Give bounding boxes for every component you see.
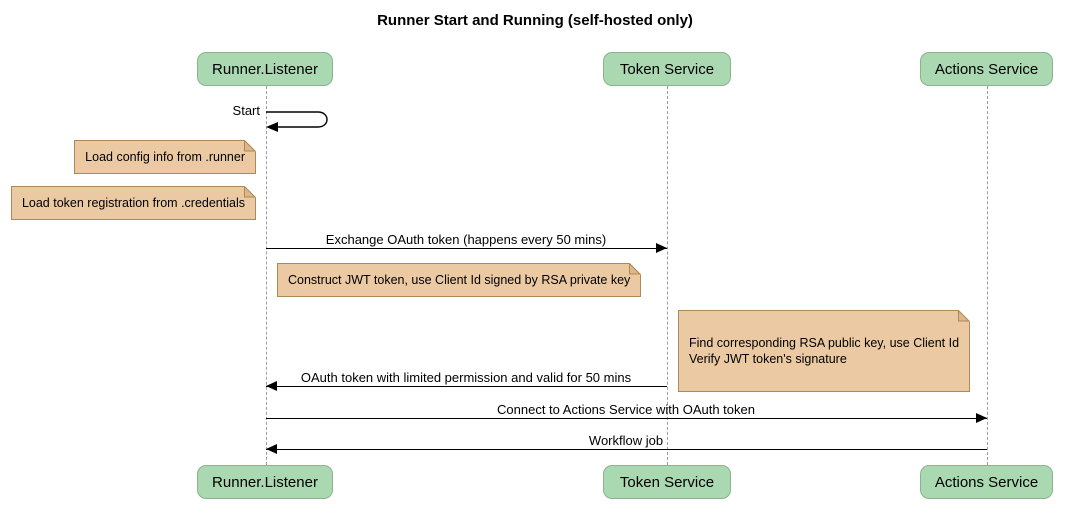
note-load-config: Load config info from .runner <box>74 140 256 174</box>
lifeline-runner-listener <box>266 86 267 465</box>
arrowhead-right-icon <box>656 243 667 253</box>
lifeline-actions-service <box>987 86 988 465</box>
note-construct-jwt-text: Construct JWT token, use Client Id signe… <box>288 273 631 287</box>
participant-runner-listener-top: Runner.Listener <box>197 52 333 86</box>
note-fold-icon <box>629 263 642 275</box>
participant-token-service-bottom: Token Service <box>603 465 731 499</box>
participant-runner-listener-bottom: Runner.Listener <box>197 465 333 499</box>
note-fold-icon <box>958 310 971 322</box>
arrowhead-left-icon <box>266 381 277 391</box>
message-connect-actions-label: Connect to Actions Service with OAuth to… <box>497 402 755 417</box>
message-workflow-job-line <box>266 449 987 450</box>
message-exchange-oauth-label: Exchange OAuth token (happens every 50 m… <box>325 232 607 247</box>
self-message-start-label: Start <box>232 103 260 118</box>
note-construct-jwt: Construct JWT token, use Client Id signe… <box>277 263 642 297</box>
message-exchange-oauth-line <box>266 248 667 249</box>
note-verify-jwt: Find corresponding RSA public key, use C… <box>678 310 971 392</box>
note-fold-icon <box>244 186 256 198</box>
arrowhead-left-icon <box>266 444 277 454</box>
message-oauth-return-label: OAuth token with limited permission and … <box>300 370 632 385</box>
note-load-token-registration-text: Load token registration from .credential… <box>21 196 245 210</box>
message-oauth-return-line <box>266 386 667 387</box>
message-workflow-job-label: Workflow job <box>588 433 664 448</box>
lifeline-token-service <box>667 86 668 465</box>
message-connect-actions-line <box>266 418 987 419</box>
note-fold-icon <box>244 140 256 152</box>
arrowhead-right-icon <box>976 413 987 423</box>
note-load-config-text: Load config info from .runner <box>85 150 245 164</box>
participant-actions-service-top: Actions Service <box>920 52 1053 86</box>
note-verify-jwt-text: Find corresponding RSA public key, use C… <box>689 336 960 366</box>
note-load-token-registration: Load token registration from .credential… <box>10 186 256 220</box>
participant-actions-service-bottom: Actions Service <box>920 465 1053 499</box>
diagram-title: Runner Start and Running (self-hosted on… <box>377 12 693 29</box>
participant-token-service-top: Token Service <box>603 52 731 86</box>
self-message-loop-arrow <box>266 111 328 132</box>
